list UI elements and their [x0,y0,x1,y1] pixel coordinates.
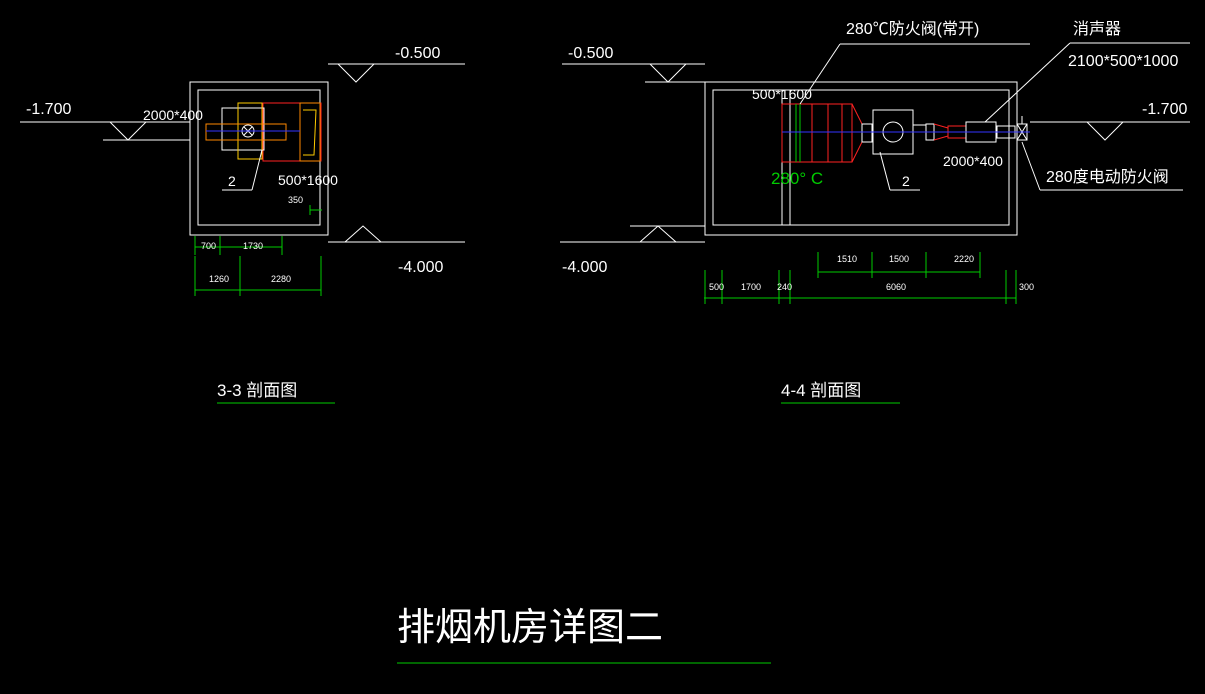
section-4-4-title: 4-4 剖面图 [781,381,861,400]
drawing-title: 排烟机房详图二 [397,607,663,649]
opening-500x1600 [781,103,853,163]
damper-top-label: 280℃防火阀(常开) [846,20,979,38]
svg-text:1730: 1730 [243,241,263,251]
dimension-row-1: 700 1730 [194,236,283,255]
svg-text:500: 500 [709,282,724,292]
dimension-row-2: 500 1700 240 6060 300 [704,270,1034,304]
fan-tag: 2 [228,173,236,189]
electric-damper-label: 280度电动防火阀 [1046,168,1169,186]
level-right-text: -1.700 [1142,101,1187,118]
silencer-label: 消声器 [1073,20,1121,38]
svg-text:1260: 1260 [209,274,229,284]
silencer-size-label: 2100*500*1000 [1068,53,1178,70]
svg-text:1700: 1700 [741,282,761,292]
room-outer-wall [704,81,1018,236]
opening-size-label: 500*1600 [278,172,338,188]
level-marker-top [336,63,376,83]
fan-housing [221,107,265,151]
svg-text:1500: 1500 [889,254,909,264]
svg-text:240: 240 [777,282,792,292]
svg-text:700: 700 [201,241,216,251]
section-3-3-title: 3-3 剖面图 [217,381,297,400]
svg-text:2220: 2220 [954,254,974,264]
level-bottom-text: -4.000 [562,259,607,276]
temp-label: 280° C [771,169,823,188]
level-marker-left [108,121,148,141]
level-bottom-text: -4.000 [398,259,443,276]
level-marker-top [648,63,688,83]
level-top-text: -0.500 [395,45,440,62]
svg-text:6060: 6060 [886,282,906,292]
duct-size-label: 2000*400 [143,107,203,123]
level-marker-bottom [638,225,678,243]
svg-text:300: 300 [1019,282,1034,292]
duct-size-label: 2000*400 [943,153,1003,169]
dim-350: 350 [288,195,303,205]
dimension-row-1: 1510 1500 2220 [817,252,981,278]
fan-tag: 2 [902,173,910,189]
dimension-row-2: 1260 2280 [194,256,322,296]
room-inner-wall [712,89,1010,226]
opening-500x1600 [262,102,322,162]
level-left-text: -1.700 [26,101,71,118]
level-top-text: -0.500 [568,45,613,62]
svg-text:1510: 1510 [837,254,857,264]
opening-size-label: 500*1600 [752,86,812,102]
section-3-3: -0.500 -1.700 -4.000 2000*400 500*1600 2… [20,45,465,404]
level-marker-bottom [343,225,383,243]
section-4-4: -0.500 -1.700 -4.000 [560,20,1190,404]
level-marker-right [1085,121,1125,141]
svg-text:2280: 2280 [271,274,291,284]
room-outer-wall [189,81,329,236]
